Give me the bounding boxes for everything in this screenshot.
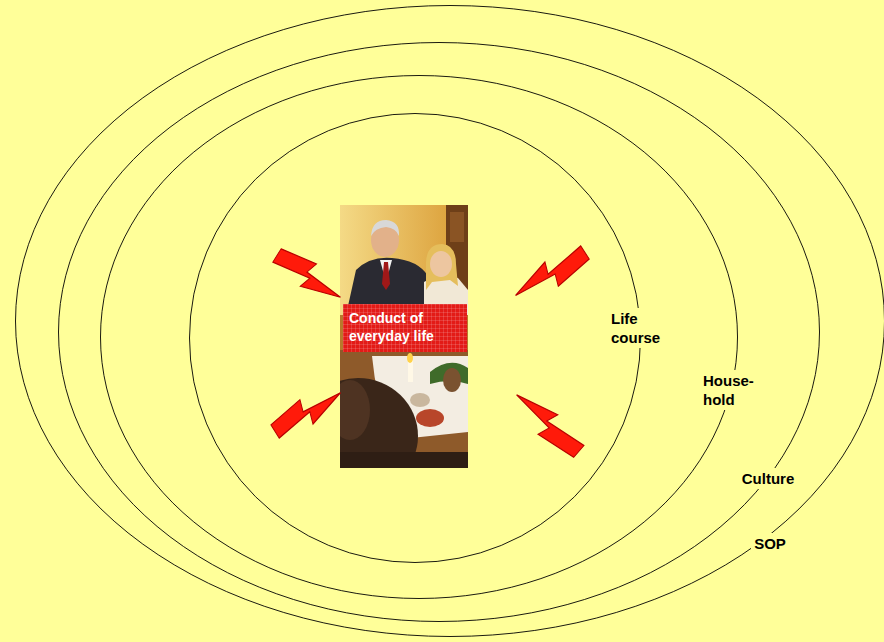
label-patch: Culture	[739, 468, 798, 489]
conduct-band: Conduct of everyday life	[343, 304, 467, 352]
ring-outline	[101, 76, 738, 599]
culture-ring: Conduct of everyday lifeLife courseHouse…	[58, 42, 820, 622]
family-photo	[340, 205, 468, 468]
ring-label: House- hold	[703, 371, 761, 409]
lightning-bolt	[270, 244, 349, 308]
label-patch: SOP	[751, 533, 789, 554]
life-course-ring: Conduct of everyday lifeLife course	[189, 113, 641, 563]
lightning-bolt	[509, 241, 592, 309]
ring-label: Culture	[742, 469, 795, 488]
sop-ring: Conduct of everyday lifeLife courseHouse…	[15, 5, 884, 637]
ring-label: Life course	[611, 309, 669, 347]
band-label: Conduct of everyday life	[349, 309, 461, 345]
household-ring: Conduct of everyday lifeLife courseHouse…	[100, 75, 738, 599]
lightning-bolt	[268, 379, 347, 443]
ring-outline	[190, 114, 641, 563]
ring-outline	[16, 6, 884, 637]
label-patch: Life course	[608, 308, 672, 348]
ring-label: SOP	[754, 534, 786, 553]
lightning-bolt	[506, 386, 588, 462]
label-patch: House- hold	[700, 370, 764, 410]
ring-outline	[59, 43, 820, 622]
